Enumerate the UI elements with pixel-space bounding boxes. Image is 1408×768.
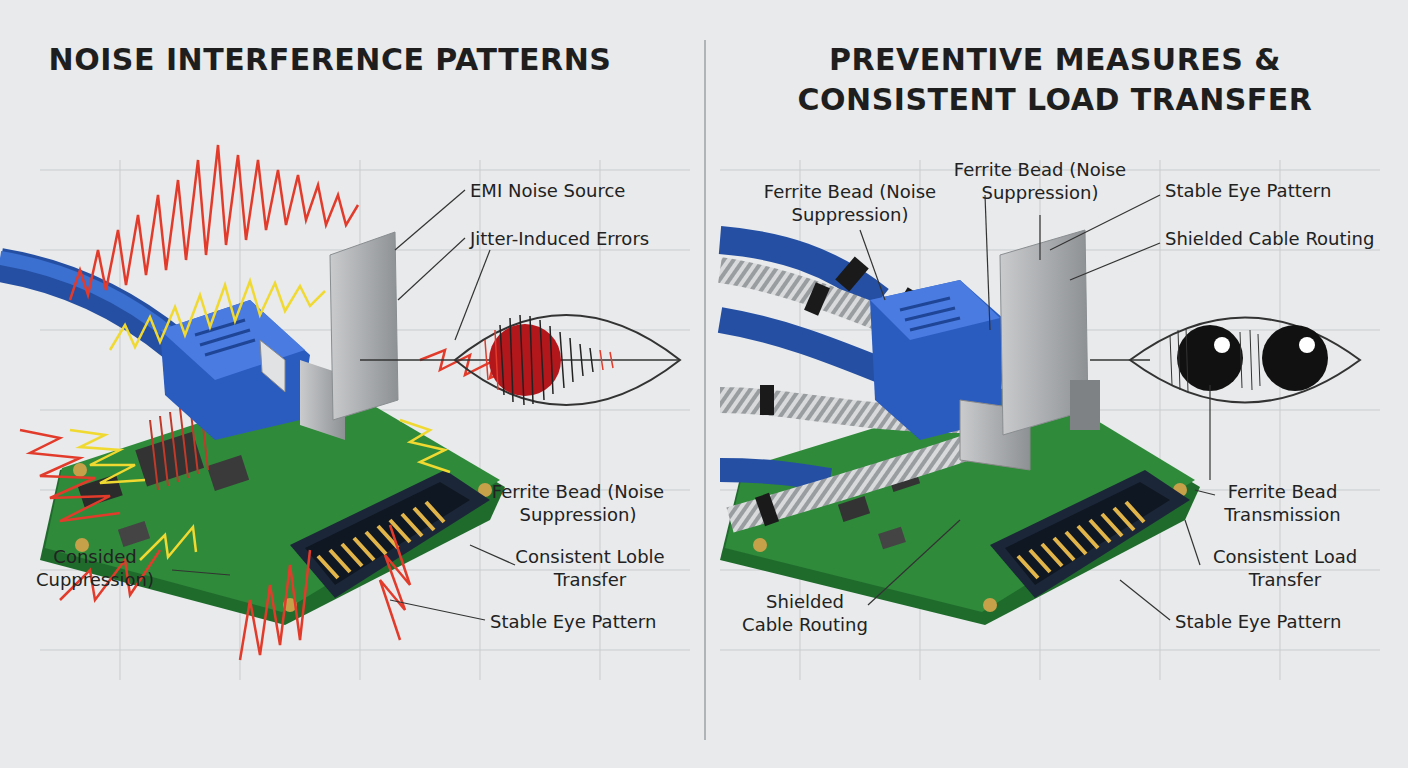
metal-shield [330,232,398,420]
panel-heading: PREVENTIVE MEASURES & CONSISTENT LOAD TR… [775,40,1335,120]
callout-label: Consided Cuppression) [30,545,160,591]
callout-label: Ferrite Bead (Noise Suppression) [745,180,955,226]
callout-label: EMI Noise Source [470,179,690,202]
noise-rays [20,145,550,660]
left-connector [160,300,345,440]
callout-label: Shielded Cable Routing [740,590,870,636]
divider [704,40,706,740]
callout-label: Stable Eye Pattern [1175,610,1395,633]
callout-label: Shielded Cable Routing [1165,227,1395,250]
callout-label: Stable Eye Pattern [1165,179,1395,202]
callout-label: Consistent Load Transfer [1200,545,1370,591]
callout-label: Consistent Loble Transfer [505,545,675,591]
callout-label: Ferrite Bead (Noise Suppression) [935,158,1145,204]
callout-label: Ferrite Bead Transmission [1215,480,1350,526]
clean-eye-pattern [1090,318,1360,403]
panel-heading: NOISE INTERFERENCE PATTERNS [0,40,660,80]
cable-highlight [0,258,175,338]
callout-label: Stable Eye Pattern [490,610,710,633]
noisy-eye-pattern [360,315,680,405]
shield-clip [1070,380,1100,430]
leader-lines [860,195,1215,620]
callout-label: Ferrite Bead (Noise Suppression) [478,480,678,526]
leader-lines [172,190,515,620]
right-board [720,380,1200,625]
callout-label: Jitter-Induced Errors [470,227,690,250]
